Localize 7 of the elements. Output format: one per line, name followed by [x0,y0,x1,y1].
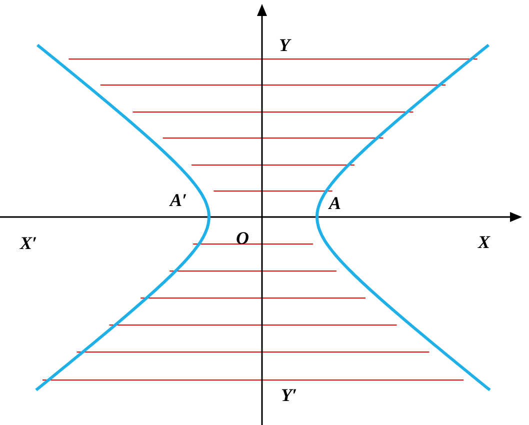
axis-label: O [236,228,249,248]
axis-label: Y′ [281,385,298,405]
axis-label: X [478,232,490,252]
axis-label: A′ [170,190,188,210]
axis-label: Y [279,35,290,55]
axis-label: X′ [20,233,38,253]
axis-label: A [329,193,342,213]
